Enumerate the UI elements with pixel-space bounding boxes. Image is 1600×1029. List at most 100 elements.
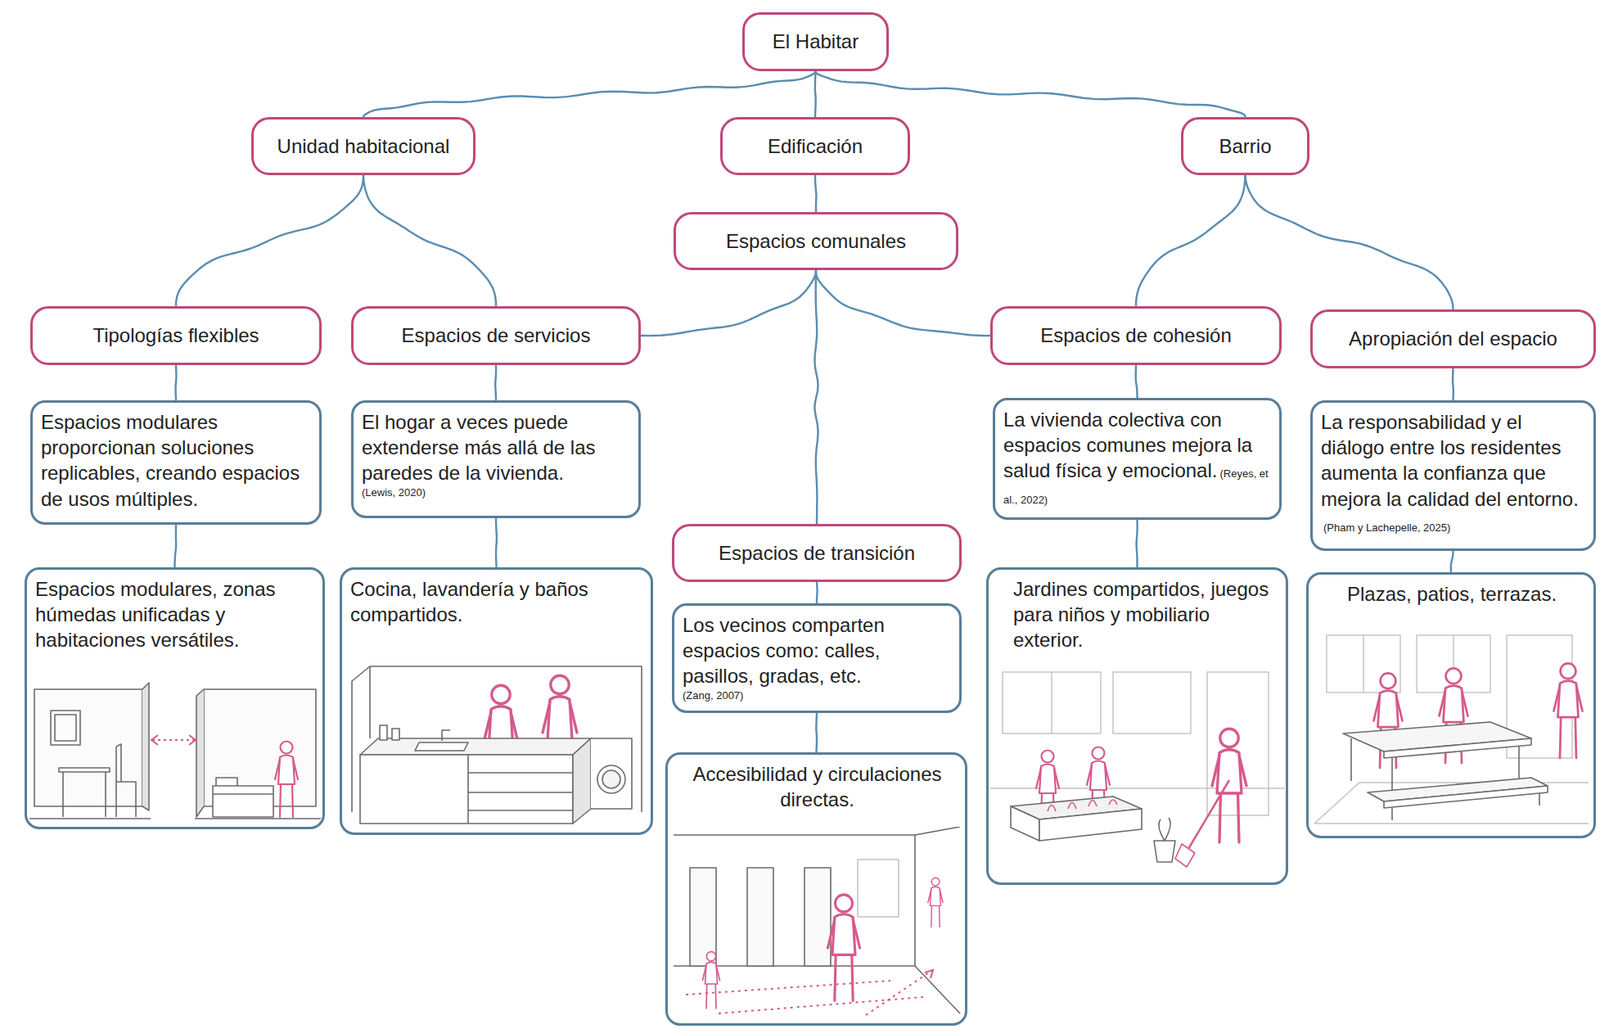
connector <box>815 270 819 524</box>
concept-pill: Edificación <box>720 117 911 176</box>
move-arrow <box>151 734 196 745</box>
concept-pill: Apropiación del espacio <box>1310 309 1596 369</box>
connector <box>815 581 819 604</box>
text-wrap: Tipologías flexibles <box>92 322 259 348</box>
concept-label: El Habitar <box>772 30 859 53</box>
text-wrap: Los vecinos comparten espacios como: cal… <box>682 612 953 703</box>
body-text: Espacios modulares proporcionan solucion… <box>40 410 300 510</box>
connector <box>174 365 177 401</box>
patio-illustration <box>1310 618 1593 832</box>
citation: (Pham y Lachepelle, 2025) <box>1323 521 1451 534</box>
note-box: La responsabilidad y el diálogo entre lo… <box>1310 400 1596 551</box>
body-text: La vivienda colectiva con espacios comun… <box>1003 408 1253 482</box>
note-box: El hogar a veces puede extenderse más al… <box>351 400 641 519</box>
person-figure <box>703 951 721 1009</box>
text-wrap: Plazas, patios, terrazas. <box>1316 581 1587 607</box>
connector <box>1135 175 1246 307</box>
connector <box>1451 368 1455 401</box>
connector <box>175 175 364 307</box>
text-wrap: Espacios comunales <box>725 228 906 254</box>
text-wrap: Barrio <box>1218 133 1271 159</box>
person-figure <box>1212 728 1247 843</box>
text-wrap: Apropiación del espacio <box>1348 325 1558 352</box>
note-box: Espacios modulares proporcionan solucion… <box>30 400 322 525</box>
concept-label: Tipologías flexibles <box>92 324 259 347</box>
corridor-walls <box>673 826 960 1014</box>
note-box: Espacios modulares, zonas húmedas unific… <box>24 567 325 830</box>
body-text: Cocina, lavandería y baños compartidos. <box>350 577 589 626</box>
concept-label: Espacios de servicios <box>401 324 591 347</box>
plants <box>1047 779 1230 867</box>
concept-pill: El Habitar <box>742 12 889 72</box>
text-wrap: Espacios de cohesión <box>1040 322 1231 348</box>
body-text: Los vecinos comparten espacios como: cal… <box>682 613 885 687</box>
concept-pill: Espacios de servicios <box>351 306 641 366</box>
concept-label: Espacios de transición <box>718 541 915 564</box>
concept-label: Espacios de cohesión <box>1040 324 1231 347</box>
connector <box>1136 519 1138 568</box>
kitchen-counter <box>360 725 632 824</box>
text-wrap: Espacios de servicios <box>401 322 591 348</box>
person-figure <box>827 894 860 1001</box>
note-box: Los vecinos comparten espacios como: cal… <box>671 603 962 713</box>
text-wrap: Jardines compartidos, juegos para niños … <box>1013 576 1280 654</box>
circulation-lines <box>685 969 933 1015</box>
connector <box>1451 550 1454 573</box>
shared-kitchen-illustration <box>345 648 649 829</box>
garden-illustration <box>990 665 1285 879</box>
concept-pill: Barrio <box>1180 117 1310 176</box>
text-wrap: El Habitar <box>772 28 859 55</box>
connector <box>363 71 816 118</box>
person-figure <box>928 877 943 927</box>
concept-label: Barrio <box>1218 135 1271 158</box>
text-wrap: Cocina, lavandería y baños compartidos. <box>350 576 645 627</box>
concept-pill: Unidad habitacional <box>251 117 476 176</box>
connector <box>1135 365 1138 398</box>
connector <box>815 71 1246 118</box>
body-text: Jardines compartidos, juegos para niños … <box>1013 577 1269 651</box>
text-wrap: Espacios de transición <box>718 540 915 566</box>
connector <box>815 175 816 212</box>
connector <box>363 175 496 307</box>
room-walls <box>29 682 321 819</box>
text-wrap: El hogar a veces puede extenderse más al… <box>361 409 632 500</box>
body-text: El hogar a veces puede extenderse más al… <box>361 410 596 484</box>
concept-label: Unidad habitacional <box>277 135 451 158</box>
connector <box>640 270 816 336</box>
connector <box>175 524 177 568</box>
connector <box>494 365 497 401</box>
text-wrap: Unidad habitacional <box>277 133 451 159</box>
text-wrap: Espacios modulares proporcionan solucion… <box>40 409 313 512</box>
body-text: Accesibilidad y circulaciones directas. <box>692 762 942 811</box>
concept-pill: Espacios de cohesión <box>990 306 1282 366</box>
modular-room-illustration <box>27 671 323 823</box>
note-box: Accesibilidad y circulaciones directas. <box>665 752 968 1026</box>
text-wrap: Edificación <box>767 133 863 159</box>
note-box: Cocina, lavandería y baños compartidos. <box>339 567 654 835</box>
note-box: Jardines compartidos, juegos para niños … <box>986 567 1289 885</box>
connector <box>814 71 817 118</box>
person-figure <box>1554 662 1583 758</box>
concept-pill: Espacios de transición <box>671 523 962 582</box>
concept-label: Edificación <box>767 135 863 158</box>
text-wrap: La responsabilidad y el diálogo entre lo… <box>1320 409 1587 537</box>
connector <box>495 518 498 568</box>
body-text: Plazas, patios, terrazas. <box>1347 582 1557 605</box>
connector <box>815 712 818 753</box>
body-text: La responsabilidad y el diálogo entre lo… <box>1320 410 1579 510</box>
patio-background <box>1314 635 1589 824</box>
note-box: Plazas, patios, terrazas. <box>1306 572 1596 839</box>
concept-pill: Espacios comunales <box>673 211 959 271</box>
concept-pill: Tipologías flexibles <box>30 306 322 366</box>
text-wrap: La vivienda colectiva con espacios comun… <box>1003 406 1273 510</box>
connector <box>1245 175 1454 310</box>
note-box: La vivienda colectiva con espacios comun… <box>992 397 1282 520</box>
body-text: Espacios modulares, zonas húmedas unific… <box>35 577 275 651</box>
connector <box>815 270 991 336</box>
person-figure <box>274 741 298 818</box>
concept-label: Espacios comunales <box>725 229 906 253</box>
citation: (Lewis, 2020) <box>361 486 632 500</box>
corridor-illustration <box>669 826 965 1019</box>
text-wrap: Espacios modulares, zonas húmedas unific… <box>35 576 316 654</box>
